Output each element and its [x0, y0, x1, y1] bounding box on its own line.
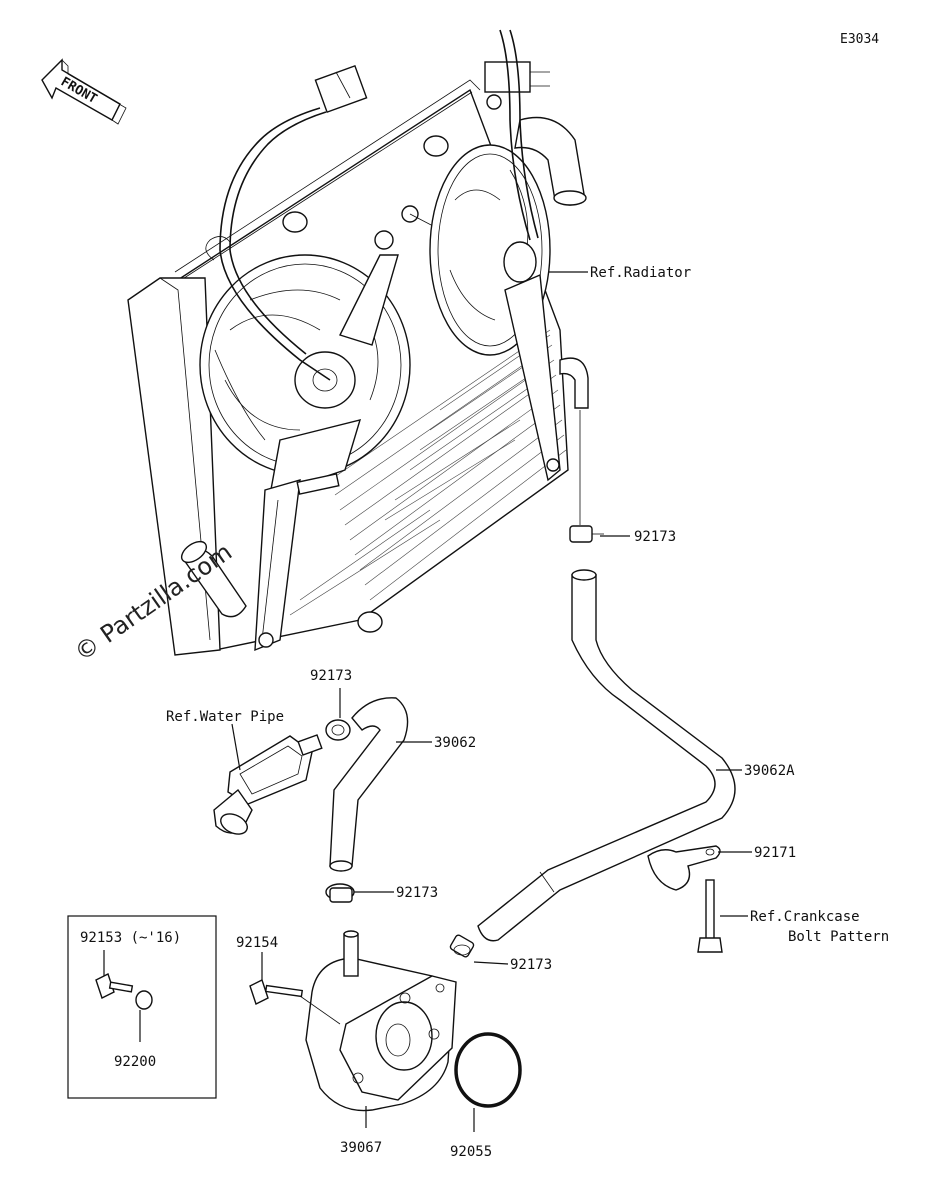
callout-92173-a: 92173 — [634, 529, 676, 545]
bolt-92154 — [249, 979, 341, 1025]
bolt-92153 — [95, 973, 134, 999]
radiator-fins — [289, 329, 567, 616]
diagram-id: E3034 — [840, 32, 879, 47]
ref-water-pipe-label: Ref.Water Pipe — [166, 709, 284, 725]
callout-39067: 39067 — [340, 1140, 382, 1156]
callout-39062: 39062 — [434, 735, 476, 751]
inset-washer-label: 92200 — [114, 1054, 156, 1070]
callout-39062a: 39062A — [744, 763, 795, 779]
callout-92055: 92055 — [450, 1144, 492, 1160]
callout-92173-c: 92173 — [396, 885, 438, 901]
oil-cooler-39067 — [305, 930, 457, 1112]
clamp-92173-upper — [569, 525, 604, 543]
callout-92173-b: 92173 — [310, 668, 352, 684]
inset-box: 92153 (~'16) 92200 — [67, 915, 217, 1099]
callout-92173-d: 92173 — [510, 957, 552, 973]
hose-39062a — [477, 410, 736, 942]
washer-92200 — [135, 990, 153, 1010]
ref-crankcase-label-1: Ref.Crankcase — [750, 909, 860, 925]
radiator-assembly — [127, 29, 589, 656]
clamp-92173-right — [449, 934, 475, 958]
callout-92154: 92154 — [236, 935, 278, 951]
callout-92171: 92171 — [754, 845, 796, 861]
hose-39062 — [329, 697, 409, 872]
o-ring-92055 — [454, 1032, 522, 1108]
ref-radiator-label: Ref.Radiator — [590, 265, 691, 281]
front-arrow-icon: FRONT — [41, 58, 127, 125]
clamp-92173-middle — [325, 883, 355, 903]
bracket-92171 — [647, 845, 721, 891]
water-pipe-fitting — [213, 734, 323, 835]
crankcase-bolt — [697, 879, 723, 953]
clamp-92173-top — [325, 719, 351, 741]
ref-crankcase-label-2: Bolt Pattern — [788, 929, 889, 945]
inset-part-label: 92153 (~'16) — [80, 930, 181, 946]
